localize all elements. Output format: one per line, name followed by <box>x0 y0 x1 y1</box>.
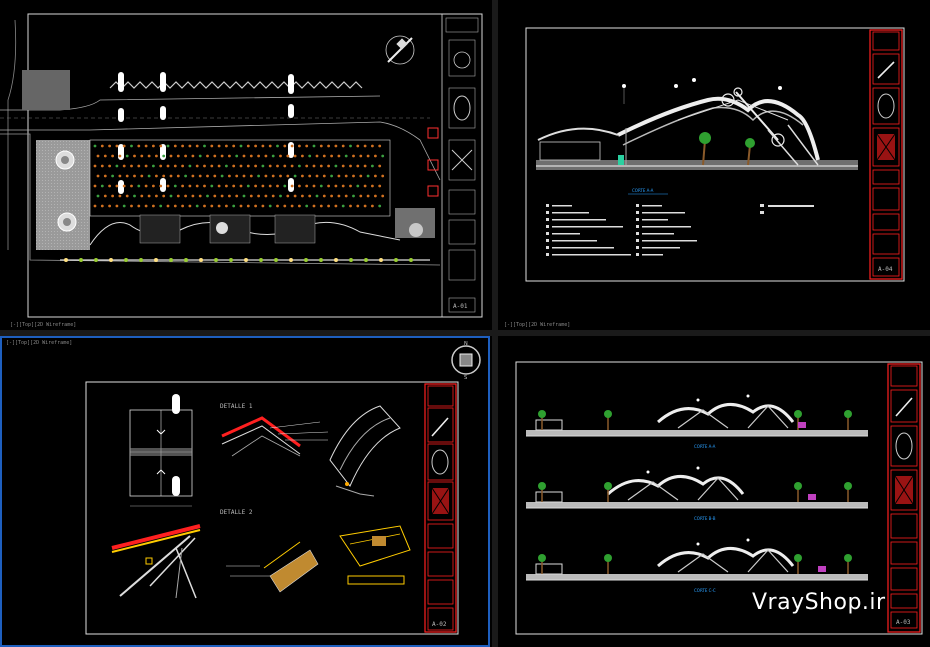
viewcube-north: N <box>464 341 468 347</box>
viewcube[interactable]: N S <box>446 340 486 380</box>
detail-1-title: DETALLE 1 <box>220 403 253 410</box>
titleblock-a01: A-01 <box>445 17 479 313</box>
viewport-divider-left[interactable] <box>0 330 492 336</box>
section-title-a: CORTE A-A <box>694 444 716 449</box>
svg-text:[-][Top][2D Wireframe]: [-][Top][2D Wireframe] <box>504 322 570 328</box>
sheet-label-a02: A-02 <box>432 621 447 628</box>
legend <box>546 204 814 256</box>
sheet-label-a04: A-04 <box>878 266 893 273</box>
viewport-details[interactable]: A-02 DETALLE 1 DETALLE 2 [-][Top][2D Wir… <box>0 336 492 647</box>
viewport-section-a[interactable]: A-04 CORTE A-A [-][Top][2D Wireframe] <box>498 0 930 330</box>
viewport-sections[interactable]: A-03 CORTE A-A CORTE B-B CORTE C-C <box>498 336 930 647</box>
sheet-label-a01: A-01 <box>453 303 468 310</box>
titleblock-a04: A-04 <box>869 29 903 280</box>
viewport-divider-right[interactable] <box>498 330 930 336</box>
viewport-site-plan[interactable]: A-01 <box>0 0 492 330</box>
north-arrow-icon <box>385 35 415 65</box>
section-title-b: CORTE B-B <box>694 516 716 521</box>
section-title-c: CORTE C-C <box>694 588 716 593</box>
detail-2-title: DETALLE 2 <box>220 509 253 516</box>
watermark: VrayShop.ir <box>752 590 886 615</box>
titleblock-a03: A-03 <box>887 363 921 633</box>
viewport-divider-vertical[interactable] <box>492 0 498 647</box>
sheet-label-a03: A-03 <box>896 619 911 626</box>
svg-text:[-][Top][2D Wireframe]: [-][Top][2D Wireframe] <box>10 322 76 328</box>
titleblock-a02: A-02 <box>424 383 457 633</box>
viewcube-south: S <box>464 375 467 380</box>
svg-text:[-][Top][2D Wireframe]: [-][Top][2D Wireframe] <box>6 340 72 346</box>
section-title-top: CORTE A-A <box>632 188 654 193</box>
